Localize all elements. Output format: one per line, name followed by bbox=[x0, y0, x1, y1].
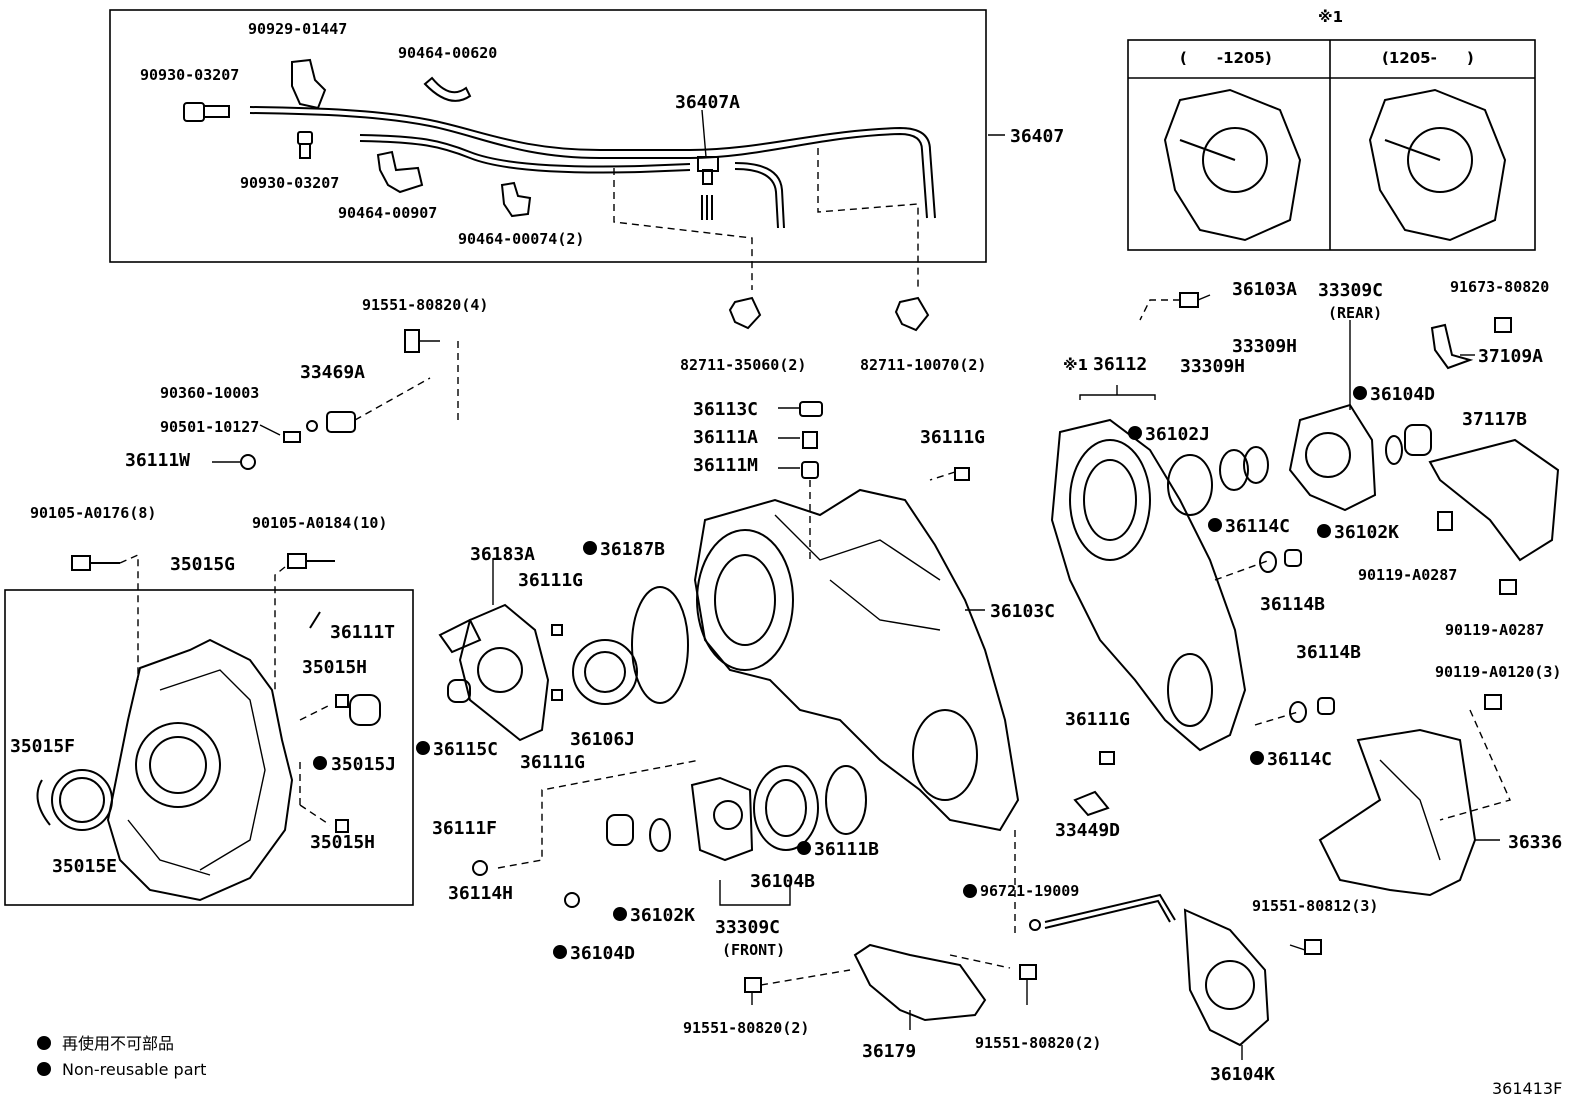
variant-frame bbox=[1127, 39, 1536, 251]
label-36114B-b[interactable]: 36114B bbox=[1296, 642, 1361, 663]
label-36103A[interactable]: 36103A bbox=[1232, 279, 1297, 300]
label-90119-A0287-a[interactable]: 90119-A0287 bbox=[1358, 566, 1457, 584]
label-36111W[interactable]: 36111W bbox=[125, 450, 190, 471]
label-36106J[interactable]: 36106J bbox=[570, 729, 635, 750]
legend-en: Non-reusable part bbox=[62, 1060, 206, 1079]
oil-pump-drawing bbox=[438, 586, 689, 742]
label-35015E[interactable]: 35015E bbox=[52, 856, 117, 877]
label-82711-10070[interactable]: 82711-10070(2) bbox=[860, 356, 986, 374]
label-33309C-front[interactable]: 33309C bbox=[715, 917, 780, 938]
label-36183A[interactable]: 36183A bbox=[470, 544, 535, 565]
label-36103C[interactable]: 36103C bbox=[990, 601, 1055, 622]
label-36104D-b[interactable]: 36104D bbox=[1370, 384, 1435, 405]
variant-col-1: ( -1205) bbox=[1180, 49, 1272, 67]
label-96721-19009[interactable]: 96721-19009 bbox=[980, 882, 1079, 900]
variant-col-2: (1205- ) bbox=[1382, 49, 1474, 67]
label-33469A[interactable]: 33469A bbox=[300, 362, 365, 383]
lower-center-parts-drawing bbox=[472, 751, 1115, 908]
label-90105-A0184[interactable]: 90105-A0184(10) bbox=[252, 514, 387, 532]
label-90930-03207-bottom[interactable]: 90930-03207 bbox=[240, 174, 339, 192]
rear-extension-drawing bbox=[1167, 403, 1432, 726]
label-36102K-b[interactable]: 36102K bbox=[1334, 522, 1399, 543]
label-36111F[interactable]: 36111F bbox=[432, 818, 497, 839]
label-91551-80820-2a[interactable]: 91551-80820(2) bbox=[683, 1019, 809, 1037]
label-36113C[interactable]: 36113C bbox=[693, 399, 758, 420]
label-91673-80820[interactable]: 91673-80820 bbox=[1450, 278, 1549, 296]
label-35015F[interactable]: 35015F bbox=[10, 736, 75, 757]
label-36112[interactable]: 36112 bbox=[1093, 354, 1147, 375]
label-36111M[interactable]: 36111M bbox=[693, 455, 758, 476]
label-33309C-rear-note: (REAR) bbox=[1328, 304, 1382, 322]
hose-kit-frame bbox=[109, 9, 987, 263]
label-37109A[interactable]: 37109A bbox=[1478, 346, 1543, 367]
legend: 再使用不可部品 Non-reusable part bbox=[37, 1034, 206, 1079]
label-33309C-rear[interactable]: 33309C bbox=[1318, 280, 1383, 301]
label-36112-mark: ※1 bbox=[1063, 356, 1088, 374]
label-36114C-a[interactable]: 36114C bbox=[1225, 516, 1290, 537]
label-36179[interactable]: 36179 bbox=[862, 1041, 916, 1062]
label-36111T[interactable]: 36111T bbox=[330, 622, 395, 643]
label-90119-A0287-b[interactable]: 90119-A0287 bbox=[1445, 621, 1544, 639]
label-90464-00074[interactable]: 90464-00074(2) bbox=[458, 230, 584, 248]
label-36115C[interactable]: 36115C bbox=[433, 739, 498, 760]
label-36407A[interactable]: 36407A bbox=[675, 92, 740, 113]
label-91551-80812[interactable]: 91551-80812(3) bbox=[1252, 897, 1378, 915]
label-36407[interactable]: 36407 bbox=[1010, 126, 1064, 147]
front-case-frame bbox=[4, 589, 414, 906]
small-parts-left bbox=[71, 329, 459, 690]
label-33309H-a[interactable]: 33309H bbox=[1180, 356, 1245, 377]
label-82711-35060[interactable]: 82711-35060(2) bbox=[680, 356, 806, 374]
label-36102K-a[interactable]: 36102K bbox=[630, 905, 695, 926]
label-36111G-b[interactable]: 36111G bbox=[520, 752, 585, 773]
label-35015H-bottom[interactable]: 35015H bbox=[310, 832, 375, 853]
variant-mark: ※1 bbox=[1318, 8, 1343, 26]
label-36336[interactable]: 36336 bbox=[1508, 832, 1562, 853]
label-33309H-b[interactable]: 33309H bbox=[1232, 336, 1297, 357]
label-90105-A0176[interactable]: 90105-A0176(8) bbox=[30, 504, 156, 522]
breather-hose-drawing bbox=[183, 58, 936, 290]
label-35015H-top[interactable]: 35015H bbox=[302, 657, 367, 678]
label-90929-01447[interactable]: 90929-01447 bbox=[248, 20, 347, 38]
part-labels: 90929-01447 90464-00620 90930-03207 3640… bbox=[10, 20, 1562, 1085]
right-brackets-drawing bbox=[1318, 317, 1560, 897]
diagram-id: 361413F bbox=[1492, 1079, 1562, 1098]
label-36104K[interactable]: 36104K bbox=[1210, 1064, 1275, 1085]
label-91551-80820-2b[interactable]: 91551-80820(2) bbox=[975, 1034, 1101, 1052]
label-37117B[interactable]: 37117B bbox=[1462, 409, 1527, 430]
label-91551-80820-4[interactable]: 91551-80820(4) bbox=[362, 296, 488, 314]
label-36187B[interactable]: 36187B bbox=[600, 539, 665, 560]
label-36111G-d[interactable]: 36111G bbox=[1065, 709, 1130, 730]
label-90501-10127[interactable]: 90501-10127 bbox=[160, 418, 259, 436]
label-33449D[interactable]: 33449D bbox=[1055, 820, 1120, 841]
transfer-case-drawing bbox=[693, 401, 1020, 832]
label-90360-10003[interactable]: 90360-10003 bbox=[160, 384, 259, 402]
label-36114H[interactable]: 36114H bbox=[448, 883, 513, 904]
label-90119-A0120[interactable]: 90119-A0120(3) bbox=[1435, 663, 1561, 681]
label-36111B[interactable]: 36111B bbox=[814, 839, 879, 860]
leader-lines bbox=[212, 109, 1500, 1060]
label-36104D-a[interactable]: 36104D bbox=[570, 943, 635, 964]
label-90464-00620[interactable]: 90464-00620 bbox=[398, 44, 497, 62]
variant-header: ※1 ( -1205) (1205- ) bbox=[1180, 8, 1474, 67]
legend-jp: 再使用不可部品 bbox=[62, 1034, 174, 1053]
hose-clips-drawing bbox=[728, 296, 930, 332]
label-35015J[interactable]: 35015J bbox=[331, 754, 396, 775]
label-36114B-a[interactable]: 36114B bbox=[1260, 594, 1325, 615]
label-90464-00907[interactable]: 90464-00907 bbox=[338, 204, 437, 222]
label-33309C-front-note: (FRONT) bbox=[722, 941, 785, 959]
label-36104B[interactable]: 36104B bbox=[750, 871, 815, 892]
variant-images bbox=[1163, 88, 1507, 242]
label-36102J[interactable]: 36102J bbox=[1145, 424, 1210, 445]
label-36111G-c[interactable]: 36111G bbox=[920, 427, 985, 448]
front-case-drawing bbox=[36, 611, 381, 902]
label-36111G-a[interactable]: 36111G bbox=[518, 570, 583, 591]
rear-case-drawing bbox=[1050, 292, 1247, 752]
label-90930-03207-top[interactable]: 90930-03207 bbox=[140, 66, 239, 84]
bottom-parts-drawing bbox=[744, 830, 1322, 1047]
label-35015G[interactable]: 35015G bbox=[170, 554, 235, 575]
label-36114C-b[interactable]: 36114C bbox=[1267, 749, 1332, 770]
label-36111A[interactable]: 36111A bbox=[693, 427, 758, 448]
